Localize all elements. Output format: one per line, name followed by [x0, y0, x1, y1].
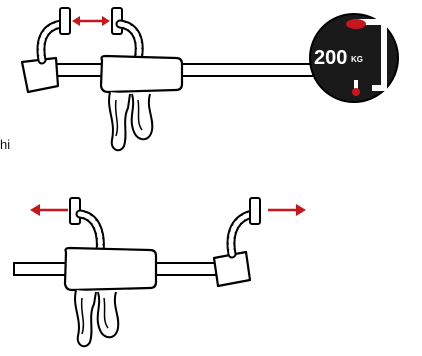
bottom-right-pad — [249, 197, 261, 225]
bottom-clamp-handle — [74, 289, 97, 348]
load-capacity-unit: KG — [351, 55, 363, 64]
top-clamp-handle — [108, 91, 131, 152]
load-capacity-value: 200 — [314, 47, 347, 69]
spread-mode-illustration — [13, 197, 306, 348]
top-clamp-trigger — [130, 93, 154, 141]
left-arrow-icon — [30, 204, 68, 216]
partial-text-label: hi — [0, 137, 11, 152]
top-left-pad — [59, 7, 71, 35]
load-capacity-badge: 200 KG — [309, 13, 399, 103]
double-headed-arrow-icon — [72, 16, 110, 26]
top-clamp-body — [99, 54, 184, 94]
clamp-mode-illustration: 200 KG — [20, 7, 399, 152]
c-clamp-icon — [346, 19, 387, 96]
bottom-clamp-body — [63, 246, 158, 292]
right-arrow-icon — [268, 204, 306, 216]
bottom-clamp-trigger — [96, 291, 120, 339]
